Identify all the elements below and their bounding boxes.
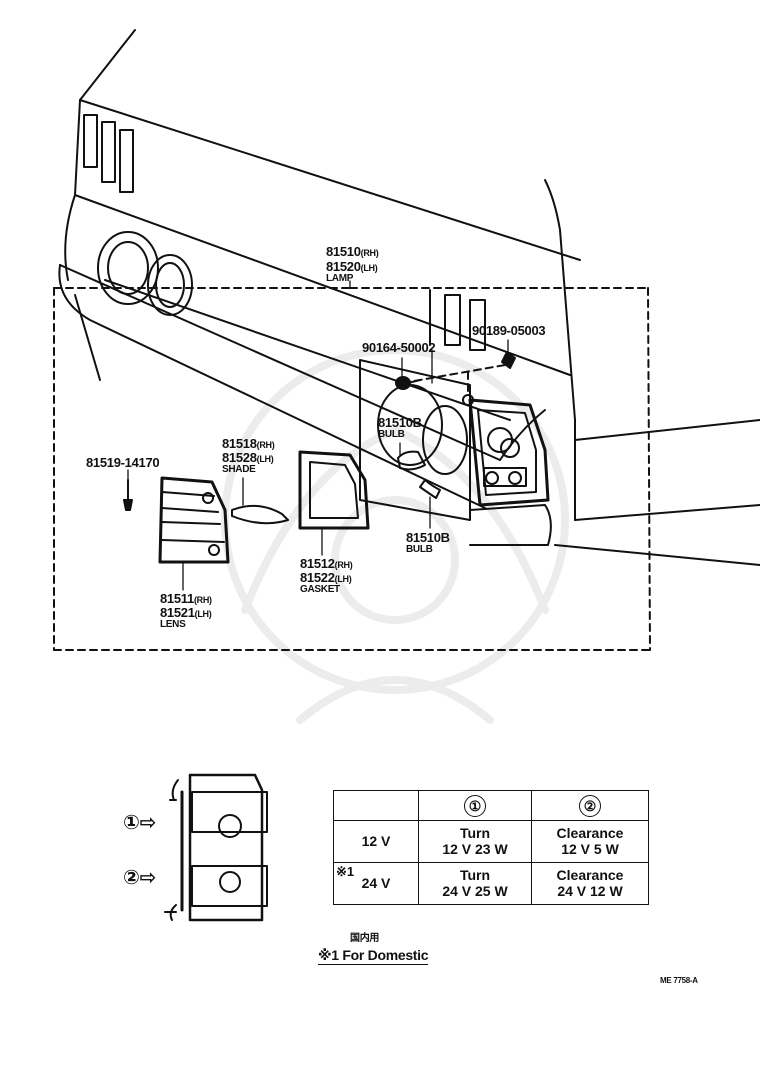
bulb-function: Turn (459, 825, 491, 842)
leader-lines (127, 280, 509, 591)
drawing-code: ME 7758-A (660, 976, 698, 985)
detail-marker-1: ①⇨ (123, 813, 156, 833)
position-2-cell: Clearance 24 V 12 W (531, 862, 649, 905)
bulb-rating: 12 V 23 W (442, 840, 508, 857)
side-tag: (LH) (360, 263, 378, 273)
footnote-text: ※1 For Domestic (318, 947, 429, 965)
part-number: 81518 (222, 436, 257, 451)
side-tag: (RH) (334, 560, 353, 570)
table-row: ※1 24 V Turn 24 V 25 W Clearance 24 V 12… (333, 862, 649, 905)
bulb-rating: 24 V 12 W (557, 882, 623, 899)
part-number: 81511 (160, 591, 194, 606)
voltage-cell: 12 V (333, 820, 419, 863)
screw-top-part-label: 90164-50002 (362, 340, 436, 355)
arrow-right-icon: ⇨ (139, 812, 157, 834)
lens-screw-part-label: 81519-14170 (86, 455, 160, 470)
part-description: LENS (160, 619, 186, 630)
position-2-cell: Clearance 12 V 5 W (531, 820, 649, 863)
side-tag: (LH) (256, 454, 274, 464)
part-description: GASKET (300, 584, 340, 595)
position-1-cell: Turn 12 V 23 W (418, 820, 532, 863)
bulb-bottom-part-label: 81510B BULB (406, 531, 450, 555)
part-description: BULB (378, 429, 405, 440)
voltage-cell: ※1 24 V (333, 862, 419, 905)
side-tag: (RH) (193, 595, 212, 605)
bulb-function: Clearance (556, 867, 624, 884)
bulb-rating: 24 V 25 W (442, 882, 508, 899)
side-tag: (RH) (256, 440, 275, 450)
table-header-row: ① ② (333, 790, 649, 821)
lamp-assembly (462, 394, 550, 507)
voltage-value: 24 V (361, 874, 391, 891)
gasket-part-label: 81512(RH) 81522(LH) GASKET (300, 556, 353, 595)
gasket-part (298, 450, 370, 530)
bulb-rating: 12 V 5 W (561, 840, 619, 857)
lamp-part-label: 81510(RH) 81520(LH) LAMP (326, 244, 379, 284)
part-number: 81522 (300, 570, 335, 585)
side-tag: (LH) (194, 609, 212, 619)
lens-part (158, 476, 230, 564)
watermark-emblem (221, 346, 569, 724)
detail-lamp-view (164, 773, 268, 922)
side-tag: (RH) (360, 248, 379, 258)
part-number: 81510 (326, 244, 361, 259)
marker-number: ② (123, 867, 140, 889)
part-number: 81528 (222, 450, 257, 465)
position-1-cell: Turn 24 V 25 W (418, 862, 532, 905)
arrow-right-icon: ⇨ (139, 867, 157, 889)
bulb-function: Clearance (556, 825, 624, 842)
header-cell: ① (418, 790, 532, 821)
truck-body (58, 29, 760, 566)
footnote-mark: ※1 (336, 864, 355, 879)
shade-part (231, 504, 289, 525)
position-2-marker: ② (579, 794, 601, 817)
assembly-frame (53, 287, 651, 651)
lens-part-label: 81511(RH) 81521(LH) LENS (160, 592, 212, 630)
shade-part-label: 81518(RH) 81528(LH) SHADE (222, 436, 275, 475)
position-1-marker: ① (464, 794, 486, 817)
header-cell: ② (531, 790, 649, 821)
marker-number: ① (123, 812, 140, 834)
part-description: BULB (406, 544, 433, 555)
part-number: 81520 (326, 259, 361, 274)
part-description: SHADE (222, 464, 256, 475)
detail-marker-2: ②⇨ (123, 868, 156, 888)
part-number: 81512 (300, 556, 335, 571)
bulb-top-part-label: 81510B BULB (378, 416, 422, 440)
side-tag: (LH) (334, 574, 352, 584)
table-row: 12 V Turn 12 V 23 W Clearance 12 V 5 W (333, 820, 649, 863)
part-description: LAMP (326, 273, 354, 284)
part-number: 81510B (378, 415, 422, 430)
part-number: 81510B (406, 530, 450, 545)
bulb-spec-table: ① ② 12 V Turn 12 V 23 W Clearance 12 V 5… (333, 790, 649, 905)
clip-part-label: 90189-05003 (472, 323, 546, 338)
header-cell (333, 790, 419, 821)
footnote-japanese: 国内用 (350, 933, 380, 944)
part-number: 81521 (160, 605, 195, 620)
bulb-function: Turn (459, 867, 491, 884)
